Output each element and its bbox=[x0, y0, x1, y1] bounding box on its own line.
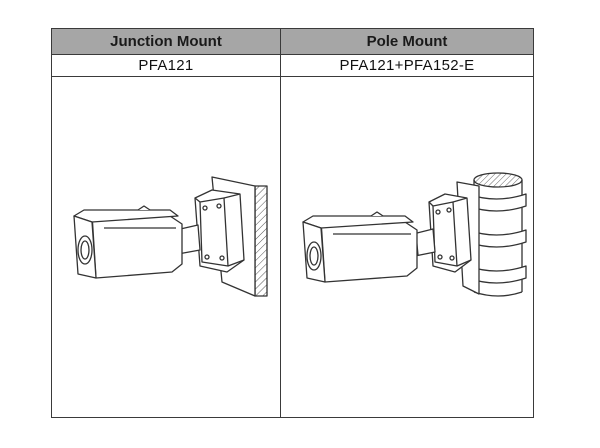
illustration-row bbox=[51, 76, 534, 418]
illustration-cell-pole bbox=[280, 76, 534, 418]
mount-comparison-table: Junction Mount Pole Mount PFA121 PFA121+… bbox=[51, 28, 534, 418]
model-pole-mount: PFA121+PFA152-E bbox=[280, 54, 534, 77]
header-row: Junction Mount Pole Mount bbox=[51, 28, 534, 55]
model-row: PFA121 PFA121+PFA152-E bbox=[51, 54, 534, 77]
header-pole-mount: Pole Mount bbox=[280, 28, 534, 55]
bullet-camera-pole-mount-icon bbox=[302, 172, 527, 297]
bullet-camera-junction-mount-icon bbox=[73, 176, 268, 297]
illustration-cell-junction bbox=[51, 76, 281, 418]
model-junction-mount: PFA121 bbox=[51, 54, 281, 77]
header-junction-mount: Junction Mount bbox=[51, 28, 281, 55]
